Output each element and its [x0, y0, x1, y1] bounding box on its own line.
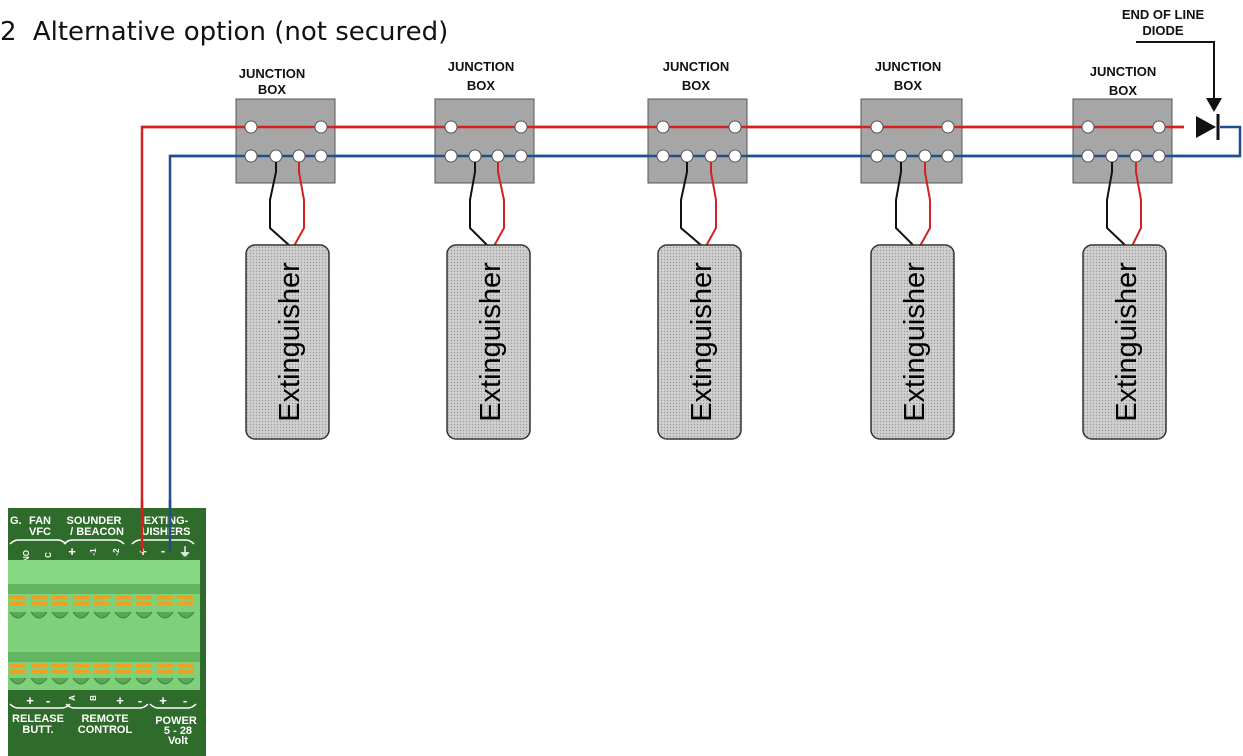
junction-box-3 [647, 98, 748, 184]
pin-remote-a: A [68, 695, 77, 701]
junction-box-3-label-line2: BOX [682, 78, 711, 93]
pin-sounder-minus1: -1 [89, 548, 98, 556]
junction-box-4-label-line2: BOX [894, 78, 923, 93]
pin-remote-minus: - [138, 693, 142, 708]
label-butt: BUTT. [22, 724, 53, 736]
pin-ext-minus: - [161, 543, 165, 558]
pin-sounder-plus: + [68, 544, 76, 559]
pin-c: C [44, 552, 53, 558]
label-fan: FAN [29, 515, 51, 527]
label-remote: REMOTE [81, 713, 128, 725]
bottom-brackets [9, 703, 197, 709]
section-number: 2 [0, 17, 17, 47]
bottom-connector-screws [9, 677, 195, 685]
junction-box-2-label-line1: JUNCTION [448, 59, 514, 74]
extinguisher-3-label: Extinguisher [686, 262, 718, 422]
junction-box-4 [860, 98, 963, 184]
pin-sounder-minus2: -2 [112, 548, 121, 556]
extinguisher-3: Extinguisher [657, 244, 742, 440]
top-connector-orange-contacts [10, 596, 194, 605]
junction-box-1 [235, 98, 336, 184]
label-sounder: SOUNDER [66, 515, 121, 527]
junction-box-5-label-line1: JUNCTION [1090, 64, 1156, 79]
pin-power-plus: + [159, 693, 167, 708]
label-power: POWER [155, 715, 197, 727]
junction-box-2 [434, 98, 535, 184]
label-beacon: / BEACON [70, 526, 124, 538]
extinguisher-4: Extinguisher [870, 244, 955, 440]
extinguisher-5: Extinguisher [1082, 244, 1167, 440]
extinguisher-drop-wires [269, 162, 1142, 247]
extinguisher-1-label: Extinguisher [274, 262, 306, 422]
junction-box-4-label-line1: JUNCTION [875, 59, 941, 74]
pin-release-minus: - [46, 693, 50, 708]
junction-box-2-label-line2: BOX [467, 78, 496, 93]
junction-box-5-label-line2: BOX [1109, 83, 1138, 98]
label-g: G. [10, 515, 22, 527]
extinguisher-1: Extinguisher [245, 244, 330, 440]
pin-release-plus: + [26, 693, 34, 708]
section-title: 2 Alternative option (not secured) [0, 17, 448, 47]
label-volt: Volt [168, 735, 188, 747]
diode-pointer-line [1136, 41, 1215, 100]
extinguisher-4-label: Extinguisher [899, 262, 931, 422]
end-of-line-label: END OF LINE [1122, 7, 1205, 22]
bottom-connector-orange-contacts [10, 664, 194, 673]
section-heading: Alternative option (not secured) [33, 17, 448, 47]
label-vfc: VFC [29, 526, 51, 538]
extinguisher-2-label: Extinguisher [475, 262, 507, 422]
pin-ground: ⏚ [179, 545, 191, 559]
label-release: RELEASE [12, 713, 64, 725]
extinguisher-5-label: Extinguisher [1111, 262, 1143, 422]
pin-no: NO [22, 550, 31, 562]
diode-symbol [1196, 114, 1220, 140]
extinguisher-2: Extinguisher [446, 244, 531, 440]
label-control: CONTROL [78, 724, 133, 736]
top-connector-screws [9, 611, 195, 619]
junction-box-1-label-line2: BOX [258, 82, 287, 97]
junction-box-1-label-line1: JUNCTION [239, 66, 305, 81]
junction-box-3-label-line1: JUNCTION [663, 59, 729, 74]
label-voltage-range: 5 - 28 [164, 725, 192, 737]
label-uishers: UISHERS [142, 526, 191, 538]
top-brackets [9, 539, 195, 545]
pin-remote-b: B [89, 695, 98, 701]
diode-label: DIODE [1142, 23, 1184, 38]
junction-box-5 [1072, 98, 1173, 184]
diode-pointer-arrowhead [1206, 98, 1222, 112]
junction-box-terminals [244, 120, 1166, 163]
label-exting: EXTING- [144, 515, 189, 527]
pin-power-minus: - [183, 693, 187, 708]
terminal-block: G. FAN VFC SOUNDER / BEACON EXTING- UISH… [8, 508, 206, 756]
pin-remote-plus: + [116, 693, 124, 708]
